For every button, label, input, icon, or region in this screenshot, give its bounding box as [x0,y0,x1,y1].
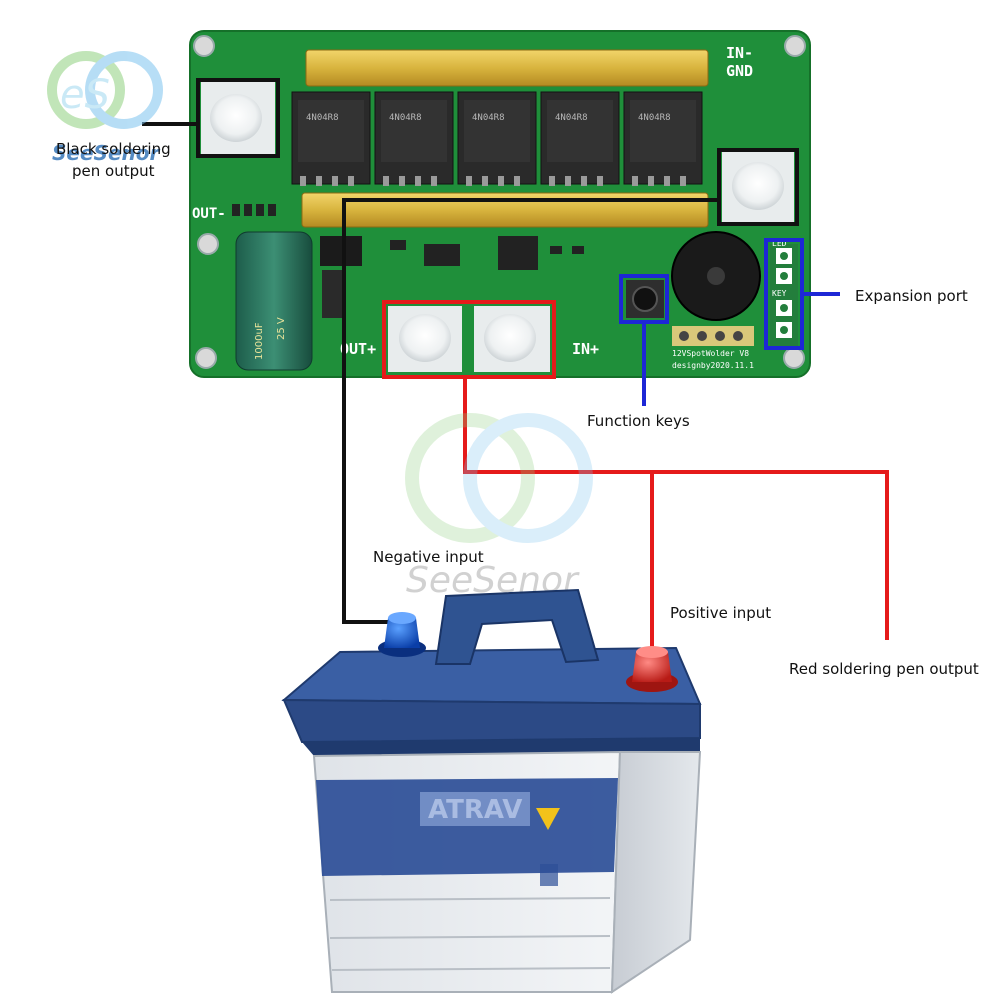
silk-version-line1: 12VSpotWolder V8 [672,349,749,358]
mosfet-label: 4N04R8 [389,113,422,123]
buzzer [671,231,761,321]
label-black-pen-output-line2: pen output [72,162,155,180]
battery-handle [434,588,600,665]
silk-out-positive: OUT+ [340,340,376,358]
mounting-hole-icon [197,233,219,255]
capacitor: 1000uF 25 V [235,231,313,371]
watermark-logo-topleft: eS [47,51,163,129]
label-expansion-port: Expansion port [855,287,968,305]
pad-out-positive [388,306,462,372]
battery-chevron-icon [536,808,560,830]
mosfet-label: 4N04R8 [472,113,505,123]
mosfet: 4N04R8 [291,91,371,186]
battery-ribs [329,897,611,971]
mosfet-label: 4N04R8 [306,113,339,123]
label-negative-input: Negative input [373,548,484,566]
silk-in-negative: IN- [726,44,753,62]
mosfet: 4N04R8 [457,91,537,186]
terminal-positive [626,646,678,692]
expansion-header: KEY LED [770,239,798,346]
mosfet-array: 4N04R8 4N04R8 4N04R8 4N04R8 [291,91,703,186]
label-positive-input: Positive input [670,604,771,622]
pin-header-row [672,326,754,346]
label-red-pen-output: Red soldering pen output [789,660,979,678]
capacitor-text-value: 1000uF [254,322,265,360]
battery-label-blur [420,792,530,826]
mounting-hole-icon [193,35,215,57]
silk-key: KEY [772,289,787,298]
watermark-brand-topleft: SeeSenor [52,141,160,165]
mounting-hole-icon [783,347,805,369]
function-key-button [626,280,664,318]
mosfet-label: 4N04R8 [555,113,588,123]
silk-out-negative: OUT- [192,206,226,222]
battery-body-side [610,751,702,994]
silk-led: LED [772,239,787,248]
pad-in-positive [474,306,550,372]
mounting-hole-icon [195,347,217,369]
car-battery: ATRAV [281,588,702,994]
silk-gnd: GND [726,62,753,80]
mosfet: 4N04R8 [623,91,703,186]
watermark-logo-letters: eS [60,72,110,118]
marker-negative-input [717,148,799,226]
silk-version-line2: designby2020.11.1 [672,361,754,370]
silk-in-positive: IN+ [572,340,599,358]
mosfet: 4N04R8 [374,91,454,186]
marker-black-pen-output [196,78,280,158]
capacitor-text-voltage: 25 V [276,317,287,340]
smd-components [232,204,584,318]
wire-red-pen-output [463,377,889,640]
battery-brand: ATRAV [428,795,522,825]
battery-label-band [316,778,618,876]
terminal-negative [378,612,426,657]
label-black-pen-output-line1: Black soldering [56,140,171,158]
mosfet: 4N04R8 [540,91,620,186]
battery-recycle-icon [540,864,558,886]
mosfet-label: 4N04R8 [638,113,671,123]
pad-in-negative [722,152,794,222]
copper-bus-bar-top [305,49,709,87]
pad-black-pen-output [201,82,275,154]
label-function-keys: Function keys [587,412,690,430]
watermark-logo-center [405,413,593,543]
battery-lid-front [282,698,701,744]
marker-positive-pads [382,300,556,379]
mounting-hole-icon [784,35,806,57]
wire-negative-input [342,198,719,624]
